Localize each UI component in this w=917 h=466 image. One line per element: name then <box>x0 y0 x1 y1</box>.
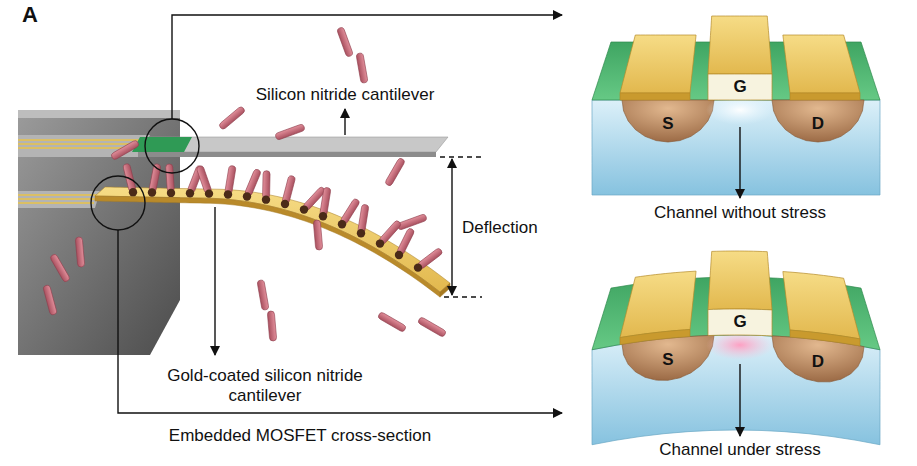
bacterium <box>263 171 271 199</box>
zoom-circle <box>145 119 199 173</box>
receptor-dot <box>205 189 213 197</box>
bacterium <box>110 139 139 160</box>
receptor-dot <box>357 229 365 237</box>
zoom-arrow <box>118 230 562 413</box>
electrode <box>708 251 772 310</box>
gate-label: G <box>733 77 746 97</box>
source-label: S <box>662 350 673 370</box>
receptor-dot <box>300 205 308 213</box>
bacterium <box>257 280 269 311</box>
cantilever-front <box>95 196 440 297</box>
drain-region <box>772 100 864 142</box>
panel-label: A <box>22 2 38 28</box>
bacterium <box>320 187 331 216</box>
cantilever-end <box>440 283 450 297</box>
gold-wire <box>18 198 96 200</box>
electrode <box>783 35 860 93</box>
drain-label: D <box>812 352 824 372</box>
cantilever-base <box>18 191 100 208</box>
bacterium <box>275 124 306 141</box>
mosfet-block <box>592 251 880 445</box>
receptor-dot <box>148 188 156 196</box>
zoom-arrow <box>172 15 562 119</box>
electrode-front <box>708 74 772 100</box>
gold-wire <box>18 194 98 196</box>
bacterium <box>49 253 70 282</box>
leader-arrow <box>739 364 740 436</box>
receptor-dot <box>262 195 270 203</box>
electrode <box>783 272 860 339</box>
embedded-mosfet <box>132 137 192 152</box>
cantilever-front <box>138 152 436 157</box>
bacterium <box>337 27 354 58</box>
leader-arrow <box>214 207 215 355</box>
part-label: Silicon nitride cantilever <box>256 85 435 105</box>
bacterium <box>313 220 323 250</box>
bacterium <box>166 164 175 192</box>
callout-label: Channel under stress <box>659 440 821 460</box>
gate-label: G <box>733 312 746 332</box>
receptor-dot <box>414 263 422 271</box>
receptor-dot <box>129 188 137 196</box>
dashed-reference <box>440 156 482 157</box>
source-region <box>622 100 714 142</box>
bacterium <box>123 163 137 192</box>
electrode-front <box>790 330 860 346</box>
receptor-dot <box>224 190 232 198</box>
electrode-front <box>620 330 690 345</box>
bacterium <box>267 311 277 341</box>
leader-arrow <box>739 127 740 198</box>
receptor-dot <box>395 251 403 259</box>
zoom-circle <box>91 176 145 230</box>
electrode <box>620 35 696 93</box>
bacterium <box>43 285 58 316</box>
electrode-front <box>708 309 772 336</box>
leader-arrow <box>344 109 345 135</box>
drain-label: D <box>812 114 824 134</box>
mosfet-block <box>592 16 880 195</box>
receptor-dot <box>319 212 327 220</box>
receptor-dot <box>243 192 251 200</box>
electrode <box>620 271 696 337</box>
part-label: Gold-coated silicon nitride cantilever <box>165 366 365 407</box>
bacterium <box>377 311 406 332</box>
bacterium <box>218 106 245 131</box>
receptor-dot <box>186 189 194 197</box>
dashed-reference <box>444 296 482 297</box>
bacterium <box>358 204 369 233</box>
cantilever-top <box>95 187 450 292</box>
gold-wire <box>18 139 150 141</box>
bacterium <box>417 316 446 337</box>
callout-label: Channel without stress <box>654 203 826 223</box>
bacterium <box>384 157 405 186</box>
electrode-front <box>620 93 690 100</box>
bacterium <box>282 175 296 204</box>
bacterium <box>225 165 236 194</box>
bacterium <box>75 237 85 267</box>
part-label: Embedded MOSFET cross-section <box>169 426 431 446</box>
source-label: S <box>662 114 673 134</box>
receptor-dot <box>281 200 289 208</box>
receptor-dot <box>338 220 346 228</box>
bacterium <box>397 214 428 231</box>
bacterium <box>356 53 368 84</box>
electrode <box>708 16 772 74</box>
dimension-label: Deflection <box>462 218 538 238</box>
gold-wire <box>18 202 94 204</box>
deflection-arrow <box>451 159 452 295</box>
electrode-front <box>790 93 860 100</box>
receptor-dot <box>376 239 384 247</box>
receptor-dot <box>167 189 175 197</box>
